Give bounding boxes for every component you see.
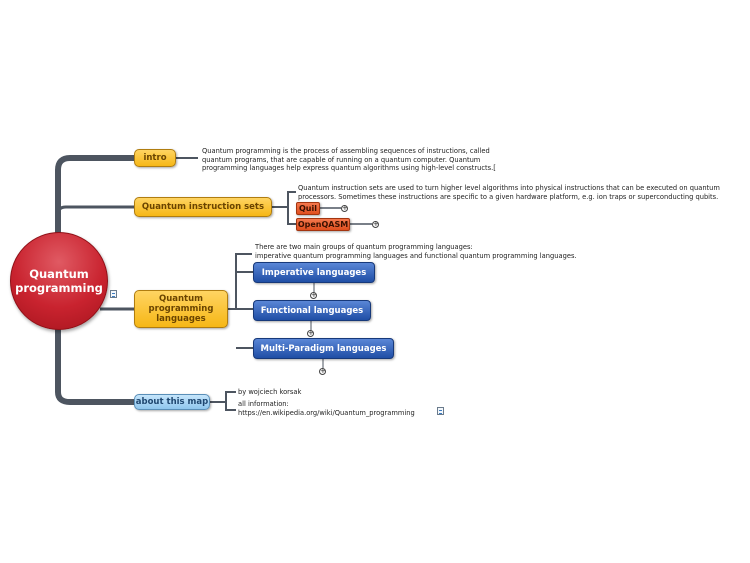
subtopic-multi-paradigm[interactable]: Multi-Paradigm languages: [253, 338, 394, 359]
topic-languages[interactable]: Quantum programming languages: [134, 290, 228, 328]
branch-instruction-sets: [56, 205, 134, 218]
subtopic-functional[interactable]: Functional languages: [253, 300, 371, 321]
topic-intro[interactable]: intro: [134, 149, 176, 167]
multi-paradigm-expand-icon[interactable]: +: [319, 367, 326, 375]
subtopic-quil-label: Quil: [299, 203, 317, 213]
subtopic-multi-paradigm-label: Multi-Paradigm languages: [260, 343, 387, 354]
subtopic-imperative[interactable]: Imperative languages: [253, 262, 375, 283]
topic-about[interactable]: about this map: [134, 394, 210, 410]
link-note-icon[interactable]: [437, 407, 444, 415]
openqasm-expand-icon[interactable]: +: [372, 220, 379, 228]
subtopic-quil[interactable]: Quil: [296, 202, 320, 215]
branch-about: [210, 391, 236, 411]
topic-languages-label: Quantum programming languages: [148, 294, 214, 324]
subtopic-openqasm[interactable]: OpenQASM: [296, 218, 350, 231]
subtopic-imperative-label: Imperative languages: [261, 267, 367, 278]
imperative-expand-icon[interactable]: +: [310, 291, 317, 299]
subtopic-functional-label: Functional languages: [260, 305, 364, 316]
topic-instruction-sets-label: Quantum instruction sets: [141, 202, 265, 212]
topic-intro-label: intro: [143, 153, 167, 163]
branch-is-children: [272, 191, 296, 225]
quil-expand-icon[interactable]: +: [341, 204, 348, 212]
intro-note: Quantum programming is the process of as…: [202, 147, 496, 172]
instruction-sets-note: Quantum instruction sets are used to tur…: [298, 184, 720, 201]
topic-about-label: about this map: [135, 397, 209, 407]
central-topic[interactable]: Quantum programming: [10, 232, 108, 330]
main-spine: [55, 155, 134, 234]
functional-expand-icon[interactable]: +: [307, 329, 314, 337]
central-topic-label: Quantum programming: [15, 267, 103, 295]
about-author: by wojciech korsak: [238, 388, 302, 396]
branch-lang-children: [228, 253, 253, 349]
languages-note: There are two main groups of quantum pro…: [255, 243, 577, 260]
subtopic-openqasm-label: OpenQASM: [297, 219, 349, 229]
note-icon[interactable]: [110, 290, 117, 298]
about-info: all information: https://en.wikipedia.or…: [238, 400, 415, 417]
topic-instruction-sets[interactable]: Quantum instruction sets: [134, 197, 272, 217]
main-spine-lower: [55, 326, 134, 405]
